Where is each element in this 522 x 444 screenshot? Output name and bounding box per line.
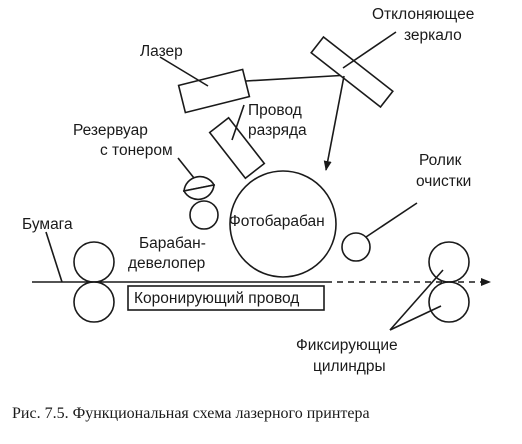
laser-to-mirror-beam (245, 74, 350, 82)
figure-caption: Рис. 7.5. Функциональная схема лазерного… (12, 405, 370, 422)
toner-label-leader (177, 157, 195, 179)
laser-label-leader (159, 56, 209, 87)
discharge-wire-housing (208, 116, 266, 180)
fuser-label-line2: цилиндры (313, 358, 386, 375)
mirror-label-leader (342, 31, 397, 69)
mirror-label-line1: Отклоняющее (372, 6, 474, 23)
developer-label-line2: девелопер (128, 255, 205, 272)
wire-label-line1: Провод (248, 102, 302, 119)
roller-label-leader (365, 202, 418, 238)
cleaning-roller (341, 232, 371, 262)
paper-label-leader (45, 231, 63, 283)
paper-label: Бумага (22, 216, 73, 233)
fuser-label-leader-1 (389, 269, 444, 331)
toner-reservoir-body (182, 184, 215, 201)
roller-label-line2: очистки (416, 173, 471, 190)
corona-label: Коронирующий провод (134, 290, 299, 307)
roller-label-line1: Ролик (419, 152, 462, 169)
toner-label-line2: с тонером (100, 142, 173, 159)
toner-reservoir (183, 175, 216, 192)
feed-roller-top (73, 241, 115, 283)
developer-label-line1: Барабан- (139, 235, 206, 252)
wire-label-leader (231, 104, 245, 141)
fuser-label-line1: Фиксирующие (296, 337, 398, 354)
photo-drum (229, 170, 337, 278)
drum-label: Фотобарабан (229, 213, 325, 230)
fuser-roller-bottom (428, 281, 470, 323)
fuser-roller-top (428, 241, 470, 283)
mirror-to-drum-beam (323, 75, 345, 171)
fuser-label-leader-2 (389, 305, 442, 331)
laser-label: Лазер (140, 43, 183, 60)
developer-drum (189, 200, 219, 230)
laser-unit (177, 68, 251, 114)
wire-label-line2: разряда (248, 122, 307, 139)
feed-roller-bottom (73, 281, 115, 323)
deflecting-mirror (310, 35, 394, 109)
toner-label-line1: Резервуар (73, 122, 148, 139)
corona-wire-box (127, 285, 325, 311)
mirror-label-line2: зеркало (404, 27, 462, 44)
